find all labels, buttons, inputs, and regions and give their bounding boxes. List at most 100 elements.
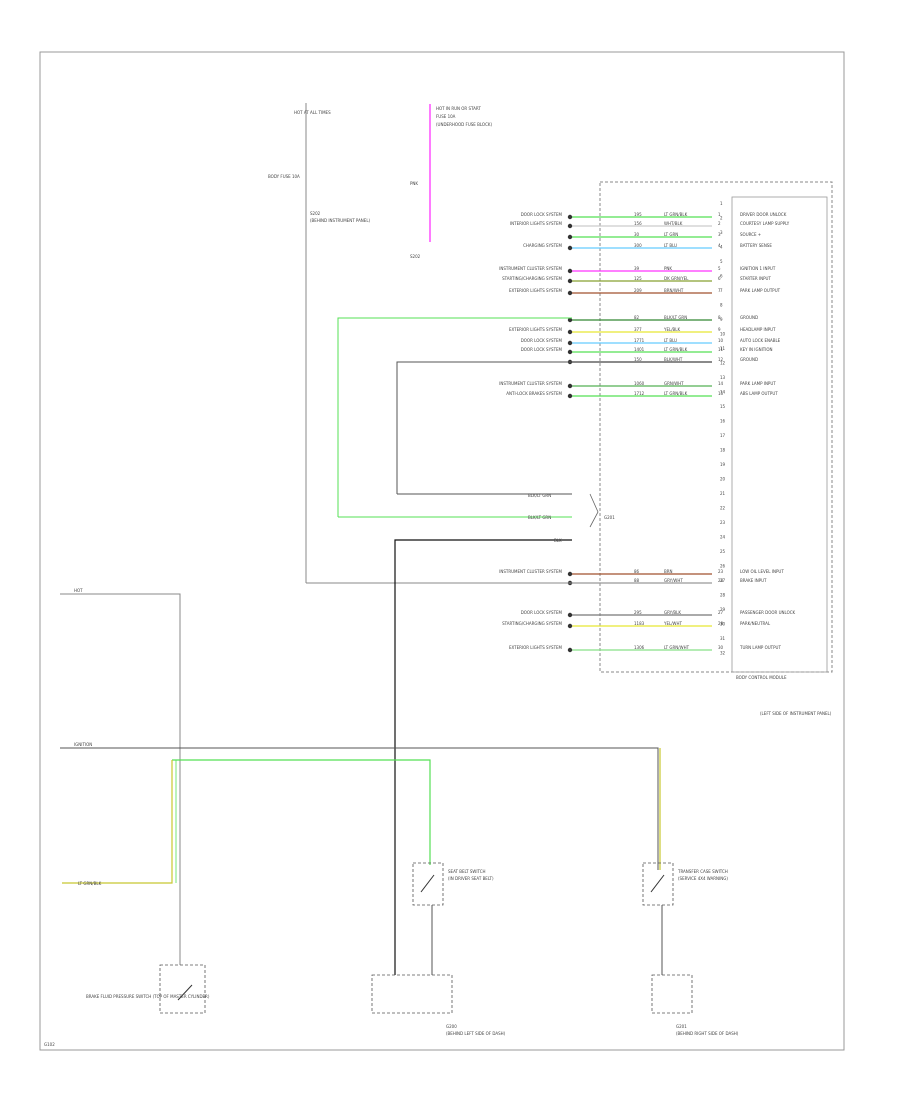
pin-number: 10 <box>720 332 726 337</box>
brake-fluid-switch: BRAKE FLUID PRESSURE SWITCH (TOP OF MAST… <box>44 964 210 1047</box>
bcm-wire-color: BLK/WHT <box>664 357 683 362</box>
bcm-pin: 4 <box>718 243 721 248</box>
pin-number: 18 <box>720 448 726 453</box>
pin-number: 7 <box>720 288 723 293</box>
bcm-pin: 28 <box>718 621 724 626</box>
ign-label: IGNITION <box>74 742 92 747</box>
bcm-function-label: COURTESY LAMP SUPPLY <box>740 221 790 226</box>
bcm-function-label: DRIVER DOOR UNLOCK <box>740 212 787 217</box>
transfer-case-note: (SERVICE 4X4 WARNING) <box>678 876 728 881</box>
bcm-system-label: EXTERIOR LIGHTS SYSTEM <box>509 327 563 332</box>
fuse-top-mid-fuse: FUSE 10A <box>436 114 456 119</box>
bcm-wire-color: YEL/BLK <box>663 327 681 332</box>
splice-lower-label: S202 <box>410 254 421 259</box>
pin-number: 6 <box>720 274 723 279</box>
pin-number: 17 <box>720 433 726 438</box>
bcm-system-label: EXTERIOR LIGHTS SYSTEM <box>509 645 563 650</box>
bcm-circuit: 1712 <box>634 391 645 396</box>
bottom-left-label: G102 <box>44 1042 55 1047</box>
bcm-function-label: AUTO LOCK ENABLE <box>740 338 781 343</box>
bcm-pin: 30 <box>718 645 724 650</box>
bcm-wire-color: GRN/WHT <box>664 381 684 386</box>
pin-number: 31 <box>720 636 726 641</box>
transfer-case-label: TRANSFER CASE SWITCH <box>677 869 728 874</box>
fuse-top-left-label: HOT AT ALL TIMES <box>294 110 331 115</box>
bcm-system-label: STARTING/CHARGING SYSTEM <box>502 276 562 281</box>
bcm-inner-box <box>731 196 828 673</box>
bcm-function-label: SOURCE + <box>740 232 761 237</box>
left-wire-label: LT GRN/BLK <box>78 881 102 886</box>
bcm-wire-color: YEL/WHT <box>663 621 683 626</box>
bcm-wire-color: DK GRN/YEL <box>664 276 689 281</box>
bcm-function-label: GROUND <box>740 357 758 362</box>
bcm-wire-color: LT BLU <box>664 243 677 248</box>
pin-number: 1 <box>720 201 723 206</box>
seat-belt-switch: SEAT BELT SWITCH (IN DRIVER SEAT BELT) <box>412 862 494 975</box>
bcm-system-label: EXTERIOR LIGHTS SYSTEM <box>509 288 563 293</box>
bcm-circuit: 195 <box>634 212 642 217</box>
fuse-top-left-fuse: BODY FUSE 10A <box>268 174 300 179</box>
seat-belt-note: (IN DRIVER SEAT BELT) <box>448 876 494 881</box>
bcm-connector-dot <box>567 278 573 284</box>
bcm-wire-color: LT GRN <box>664 232 678 237</box>
pin-number: 28 <box>720 593 726 598</box>
bcm-connector-dot <box>567 234 573 240</box>
left-feeds: HOT IGNITION LT GRN/BLK <box>60 588 661 965</box>
pin-number: 14 <box>720 390 726 395</box>
pin-number: 8 <box>720 303 723 308</box>
bcm-wire-color: LT GRN/BLK <box>664 347 688 352</box>
bcm-circuit: 30 <box>634 232 640 237</box>
bcm-box <box>599 181 833 673</box>
bcm-connector-dot <box>567 245 573 251</box>
pin-number: 23 <box>720 520 726 525</box>
bcm-wire-color: GRY/BLK <box>664 610 681 615</box>
bcm-system-label: INTERIOR LIGHTS SYSTEM <box>510 221 563 226</box>
bcm-location: (LEFT SIDE OF INSTRUMENT PANEL) <box>760 711 832 716</box>
bcm-function-label: PARK/NEUTRAL <box>740 621 771 626</box>
hot-label: HOT <box>74 588 83 593</box>
bcm-wire-color: BRN/WHT <box>664 288 684 293</box>
pin-number: 25 <box>720 549 726 554</box>
splice-wire-2: BLK/LT GRN <box>528 515 551 520</box>
fuse-top-mid-label: HOT IN RUN OR START <box>436 106 481 111</box>
bcm-system-label: DOOR LOCK SYSTEM <box>521 338 563 343</box>
bcm-pin: 3 <box>718 232 721 237</box>
bcm-function-label: STARTER INPUT <box>740 276 771 281</box>
bcm-system-label: INSTRUMENT CLUSTER SYSTEM <box>499 381 562 386</box>
ground-right-label: G201 <box>676 1024 687 1029</box>
bcm-circuit: 209 <box>634 288 642 293</box>
bcm-function-label: PARK LAMP INPUT <box>740 381 776 386</box>
splice-ground: G201 <box>604 515 615 520</box>
fuse-top-mid: HOT IN RUN OR START FUSE 10A (UNDERHOOD … <box>410 104 492 259</box>
bcm-system-label: STARTING/CHARGING SYSTEM <box>502 621 562 626</box>
brake-switch-label: BRAKE FLUID PRESSURE SWITCH (TOP OF MAST… <box>86 994 210 999</box>
bcm-circuit: 1771 <box>634 338 645 343</box>
splice-upper-note: (BEHIND INSTRUMENT PANEL) <box>310 218 371 223</box>
bcm-pin: 24 <box>718 578 724 583</box>
bcm-pin: 12 <box>718 357 724 362</box>
bcm-pin: 14 <box>718 381 724 386</box>
pin-number: 22 <box>720 506 726 511</box>
pin-number: 21 <box>720 491 726 496</box>
bcm-system-label: DOOR LOCK SYSTEM <box>521 347 563 352</box>
fuse-top-mid-wire: PNK <box>410 181 418 186</box>
bcm-pin: 11 <box>718 347 724 352</box>
bcm-connector-dot <box>567 349 573 355</box>
bcm-circuit: 295 <box>634 610 642 615</box>
bcm-pin: 9 <box>718 327 721 332</box>
pin-number: 20 <box>720 477 726 482</box>
bcm-function-label: ABS LAMP OUTPUT <box>740 391 778 396</box>
pin-number: 11 <box>720 346 726 351</box>
bcm-function-label: HEADLAMP INPUT <box>740 327 776 332</box>
bcm-function-label: GROUND <box>740 315 758 320</box>
bcm-circuit: 1306 <box>634 645 645 650</box>
bcm-pin: 10 <box>718 338 724 343</box>
bcm-system-label: INSTRUMENT CLUSTER SYSTEM <box>499 266 562 271</box>
bcm-pin: 23 <box>718 569 724 574</box>
bcm-wire-color: GRY/WHT <box>664 578 683 583</box>
ground-mid-label: G200 <box>446 1024 457 1029</box>
bcm-circuit: 125 <box>634 276 642 281</box>
pin-number: 15 <box>720 404 726 409</box>
bcm-wire-color: BRN <box>664 569 673 574</box>
